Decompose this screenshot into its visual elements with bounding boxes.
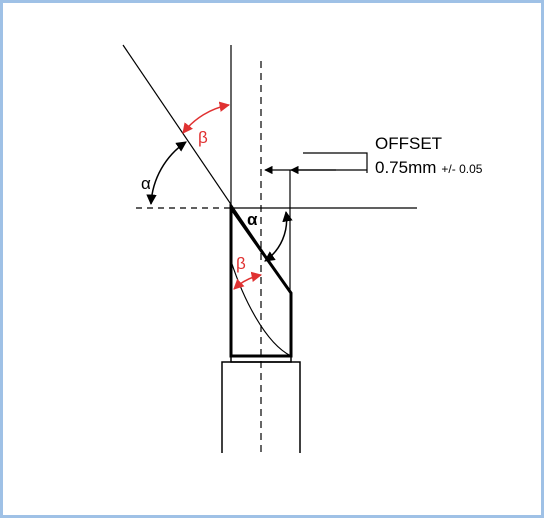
offset-title: OFFSET — [375, 134, 442, 153]
beta-top-label: β — [198, 128, 208, 147]
alpha-left-label: α — [141, 174, 151, 193]
offset-leader-line — [303, 152, 368, 173]
offset-value-number: 0.75mm — [375, 158, 436, 177]
alpha-right-label: α — [247, 210, 258, 229]
offset-tolerance: +/- 0.05 — [441, 162, 482, 176]
blade-offset-diagram: α β α β OFFSET 0.75mm +/- 0.05 — [122, 44, 483, 453]
offset-value: 0.75mm +/- 0.05 — [375, 158, 483, 177]
beta-blade-label: β — [236, 254, 246, 273]
alpha-right-arc — [264, 210, 293, 262]
holder-shank — [221, 361, 301, 453]
beta-blade-arc — [233, 271, 263, 290]
alpha-left-arc — [146, 141, 187, 206]
beta-top-arc — [182, 101, 231, 134]
